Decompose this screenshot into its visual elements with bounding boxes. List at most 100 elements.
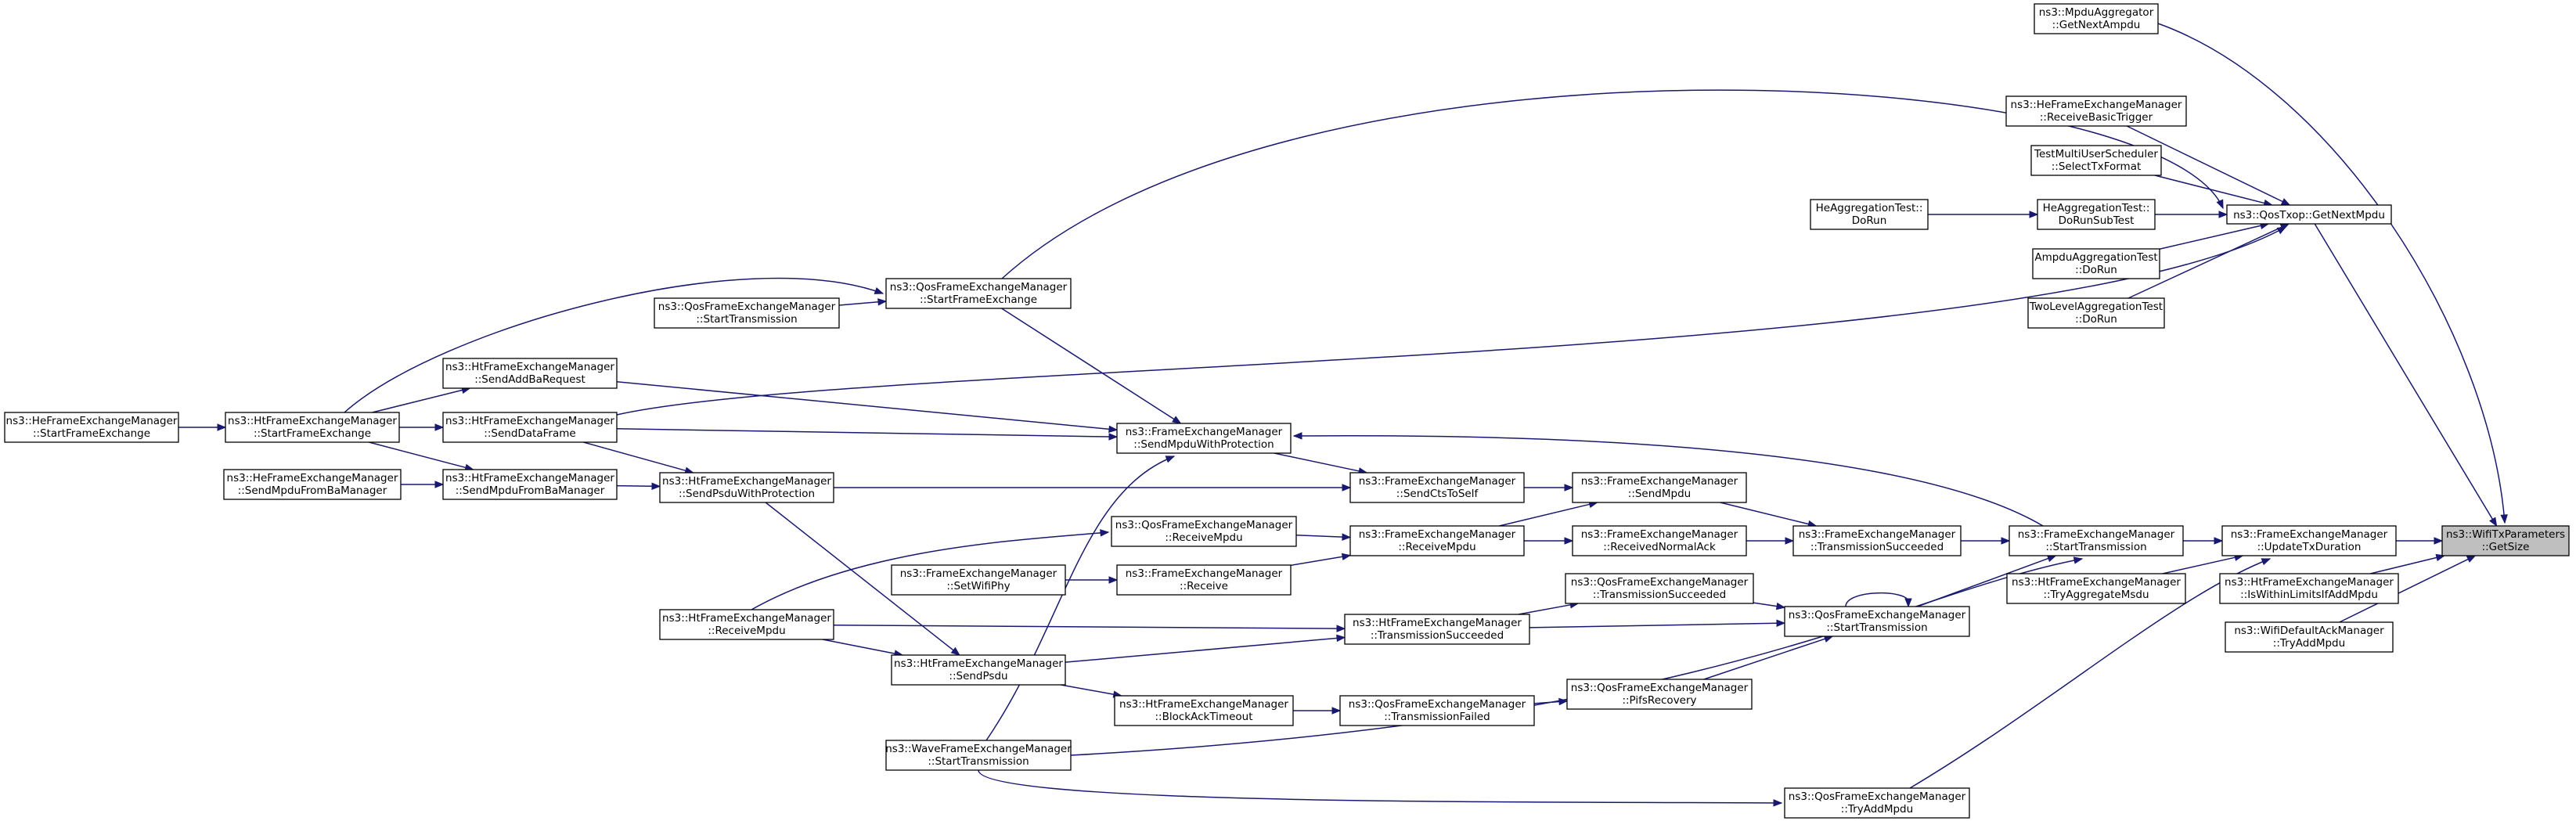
node-qos-receive-mpdu[interactable]: ns3::QosFrameExchangeManager ::ReceiveMp… <box>1111 516 1297 547</box>
node-label-line: ns3::HtFrameExchangeManager <box>445 361 614 373</box>
node-label-line: TwoLevelAggregationTest <box>2029 301 2163 313</box>
edge-line <box>2162 556 2236 574</box>
node-label-line: ::Receive <box>1180 580 1228 592</box>
node-label-line: ns3::FrameExchangeManager <box>1581 475 1738 488</box>
edge-line <box>2370 556 2437 574</box>
node-fem-transmission-succeeded[interactable]: ns3::FrameExchangeManager ::Transmission… <box>1792 525 1962 556</box>
node-ht-try-aggregate-msdu[interactable]: ns3::HtFrameExchangeManager ::TryAggrega… <box>2006 573 2186 604</box>
node-qos-pifs-recovery[interactable]: ns3::QosFrameExchangeManager ::PifsRecov… <box>1566 679 1753 710</box>
node-he-send-mpdu-from-ba-manager[interactable]: ns3::HeFrameExchangeManager ::SendMpduFr… <box>223 469 402 500</box>
node-label-line: ::UpdateTxDuration <box>2257 541 2362 553</box>
node-label-line: ::StartTransmission <box>2045 541 2146 553</box>
edge-arrowhead <box>2214 537 2224 545</box>
call-edge <box>2126 125 2291 206</box>
node-two-level-aggregation-do-run[interactable]: TwoLevelAggregationTest ::DoRun <box>2027 297 2165 329</box>
node-ht-send-mpdu-from-ba-manager[interactable]: ns3::HtFrameExchangeManager ::SendMpduFr… <box>442 469 618 500</box>
node-label-line: ::ReceiveMpdu <box>708 625 785 637</box>
node-fem-send-mpdu[interactable]: ns3::FrameExchangeManager ::SendMpdu <box>1572 472 1747 503</box>
node-label-line: HeAggregationTest:: <box>1816 202 1923 214</box>
call-edge <box>401 481 445 488</box>
node-he-receive-basic-trigger[interactable]: ns3::HeFrameExchangeManager ::ReceiveBas… <box>2005 95 2187 127</box>
edge-arrowhead <box>1904 598 1912 608</box>
node-fem-received-normal-ack[interactable]: ns3::FrameExchangeManager ::ReceivedNorm… <box>1572 525 1747 556</box>
call-edge <box>1524 537 1574 545</box>
node-fem-receive-mpdu[interactable]: ns3::FrameExchangeManager ::ReceiveMpdu <box>1349 525 1525 556</box>
call-edge <box>1290 553 1352 567</box>
edge-arrowhead <box>2261 558 2272 566</box>
node-label-line: ::GetNextAmpdu <box>2052 19 2141 31</box>
node-fem-update-tx-duration[interactable]: ns3::FrameExchangeManager ::UpdateTxDura… <box>2221 525 2397 556</box>
node-qos-transmission-failed[interactable]: ns3::QosFrameExchangeManager ::Transmiss… <box>1339 695 1535 726</box>
node-qos-start-frame-exchange[interactable]: ns3::QosFrameExchangeManager ::StartFram… <box>885 278 1072 309</box>
edge-line <box>1061 684 1115 695</box>
node-wave-start-transmission[interactable]: ns3::WaveFrameExchangeManager ::StartTra… <box>885 740 1072 771</box>
node-ht-send-psdu[interactable]: ns3::HtFrameExchangeManager ::SendPsdu <box>891 654 1066 686</box>
node-qos-txop-get-next-mpdu[interactable]: ns3::QosTxop::GetNextMpdu <box>2226 204 2392 225</box>
node-fem-send-mpdu-with-protection[interactable]: ns3::FrameExchangeManager ::SendMpduWith… <box>1116 423 1292 454</box>
call-edge <box>834 484 1352 492</box>
node-ampdu-aggregation-do-run[interactable]: AmpduAggregationTest ::DoRun <box>2032 248 2160 279</box>
edge-arrowhead <box>2216 199 2224 210</box>
node-label-line: ns3::HeFrameExchangeManager <box>2011 99 2182 111</box>
node-label-line: ::ReceivedNormalAck <box>1603 541 1716 553</box>
edge-line <box>1845 592 1909 607</box>
edge-line <box>2157 23 2506 524</box>
node-mpdu-aggregator-get-next-ampdu[interactable]: ns3::MpduAggregator ::GetNextAmpdu <box>2034 3 2159 34</box>
node-ht-send-psdu-with-protection[interactable]: ns3::HtFrameExchangeManager ::SendPsduWi… <box>659 472 834 503</box>
node-fem-receive[interactable]: ns3::FrameExchangeManager ::Receive <box>1116 564 1292 596</box>
edge-line <box>616 380 1110 430</box>
node-label-line: ::DoRun <box>2075 264 2117 276</box>
node-ht-start-frame-exchange[interactable]: ns3::HtFrameExchangeManager ::StartFrame… <box>225 412 400 443</box>
node-test-multi-user-select-tx-format[interactable]: TestMultiUserScheduler ::SelectTxFormat <box>2030 145 2162 176</box>
node-label-line: ns3::HtFrameExchangeManager <box>894 657 1063 670</box>
edge-arrowhead <box>1100 529 1110 537</box>
node-he-start-frame-exchange[interactable]: ns3::HeFrameExchangeManager ::StartFrame… <box>4 412 179 443</box>
node-label-line: ::DoRun <box>2075 313 2117 326</box>
edge-line <box>616 428 1110 438</box>
node-label-line: ::ReceiveMpdu <box>1165 531 1242 544</box>
call-edge <box>2157 23 2508 524</box>
node-fem-set-wifi-phy[interactable]: ns3::FrameExchangeManager ::SetWifiPhy <box>891 564 1066 596</box>
edge-line <box>372 389 463 413</box>
node-label-line: ::SelectTxFormat <box>2052 160 2142 173</box>
edge-line <box>1518 604 1571 615</box>
node-label-line: ::SendPsdu <box>949 670 1007 682</box>
edge-line <box>2159 225 2261 250</box>
node-label-line: ns3::FrameExchangeManager <box>1359 475 1516 488</box>
node-ht-send-add-ba-request[interactable]: ns3::HtFrameExchangeManager ::SendAddBaR… <box>442 358 618 389</box>
node-label-line: ::StartTransmission <box>1826 621 1927 634</box>
edge-arrowhead <box>2046 555 2057 563</box>
node-qos-start-transmission[interactable]: ns3::QosFrameExchangeManager ::StartTran… <box>1784 606 1970 637</box>
edge-arrowhead <box>2073 556 2084 564</box>
call-edge <box>2162 553 2244 574</box>
node-fem-start-transmission[interactable]: ns3::FrameExchangeManager ::StartTransmi… <box>2009 525 2184 556</box>
node-fem-send-cts-to-self[interactable]: ns3::FrameExchangeManager ::SendCtsToSel… <box>1349 472 1525 503</box>
node-qos-transmission-succeeded[interactable]: ns3::QosFrameExchangeManager ::Transmiss… <box>1565 573 1754 604</box>
node-label-line: ::IsWithinLimitsIfAddMpdu <box>2240 589 2378 601</box>
node-qos-start-transmission-2[interactable]: ns3::QosFrameExchangeManager ::StartTran… <box>654 297 840 329</box>
edge-line <box>765 502 954 651</box>
edge-arrowhead <box>2500 514 2508 524</box>
node-label-line: ::SendMpduFromBaManager <box>238 484 387 497</box>
call-edge <box>399 423 445 431</box>
edge-arrowhead <box>1165 456 1176 463</box>
node-label-line: ns3::HtFrameExchangeManager <box>1353 617 1522 629</box>
node-wifi-tx-parameters-get-size[interactable]: ns3::WifiTxParameters ::GetSize <box>2441 525 2570 556</box>
node-qos-try-add-mpdu[interactable]: ns3::QosFrameExchangeManager ::TryAddMpd… <box>1784 787 1970 819</box>
node-wifi-default-ack-try-add-mpdu[interactable]: ns3::WifiDefaultAckManager ::TryAddMpdu <box>2225 621 2394 653</box>
node-ht-send-data-frame[interactable]: ns3::HtFrameExchangeManager ::SendDataFr… <box>442 412 618 443</box>
node-ht-receive-mpdu[interactable]: ns3::HtFrameExchangeManager ::ReceiveMpd… <box>659 609 834 640</box>
node-he-aggregation-do-run-sub-test[interactable]: HeAggregationTest:: DoRunSubTest <box>2037 199 2156 230</box>
node-ht-is-within-limits[interactable]: ns3::HtFrameExchangeManager ::IsWithinLi… <box>2219 573 2399 604</box>
node-label-line: DoRunSubTest <box>2059 214 2135 227</box>
node-label-line: ::TransmissionSucceeded <box>1810 541 1944 553</box>
node-ht-transmission-succeeded[interactable]: ns3::HtFrameExchangeManager ::Transmissi… <box>1344 614 1530 645</box>
call-edge <box>616 482 661 490</box>
call-edge <box>2155 211 2228 218</box>
node-label-line: ns3::QosFrameExchangeManager <box>890 281 1068 293</box>
edge-arrowhead <box>1564 484 1574 492</box>
node-he-aggregation-do-run[interactable]: HeAggregationTest:: DoRun <box>1810 199 1929 230</box>
call-edge <box>1928 211 2039 218</box>
node-ht-block-ack-timeout[interactable]: ns3::HtFrameExchangeManager ::BlockAckTi… <box>1114 695 1294 726</box>
